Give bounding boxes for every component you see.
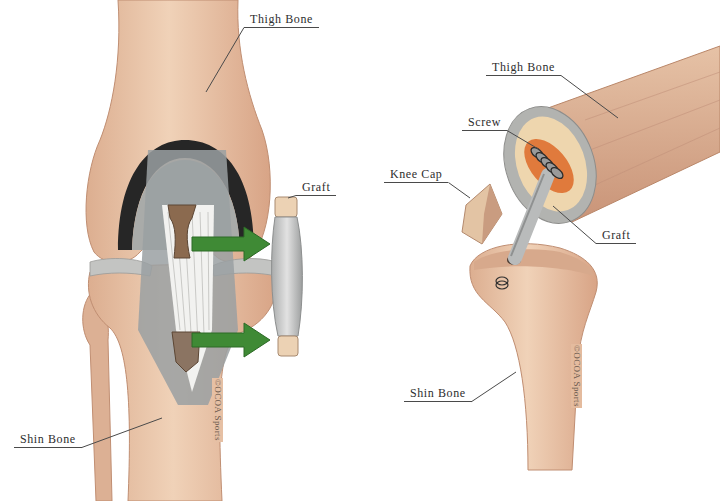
part-label: Shin Bone bbox=[14, 432, 82, 448]
part-label: Screw bbox=[462, 115, 507, 131]
leader-line bbox=[472, 372, 516, 402]
side-knee bbox=[462, 46, 720, 470]
thigh-bone bbox=[86, 0, 270, 263]
tendon-sheath bbox=[138, 150, 238, 405]
side-shin-bone bbox=[470, 244, 597, 470]
bone-core bbox=[502, 106, 599, 221]
graft-body bbox=[272, 217, 303, 336]
graft-plug bbox=[278, 336, 298, 356]
side-graft bbox=[515, 175, 548, 258]
green-arrow bbox=[192, 323, 270, 357]
femur-screw bbox=[529, 145, 565, 180]
shaft-streaks bbox=[585, 72, 720, 185]
leader-line bbox=[82, 418, 162, 448]
patellar-tendon bbox=[162, 205, 214, 392]
knee-cap-face bbox=[482, 184, 502, 244]
side-graft-shade bbox=[511, 174, 544, 256]
green-arrow bbox=[192, 227, 270, 261]
part-label: Thigh Bone bbox=[244, 12, 319, 28]
leader-line bbox=[553, 206, 596, 244]
knee-cap bbox=[462, 184, 502, 244]
part-label: Thigh Bone bbox=[486, 60, 561, 76]
part-label: Graft bbox=[296, 180, 336, 196]
part-label: Shin Bone bbox=[404, 386, 472, 402]
leader-line bbox=[561, 76, 618, 119]
tibia-screw bbox=[496, 277, 508, 289]
part-label: Graft bbox=[596, 228, 636, 244]
watermark: ©OCOA Sports bbox=[212, 378, 223, 442]
leader-line bbox=[448, 183, 470, 199]
watermark: ©OCOA Sports bbox=[571, 344, 582, 408]
tendon-fibres bbox=[168, 212, 209, 350]
leader-line bbox=[507, 131, 540, 151]
leader-line bbox=[288, 196, 296, 199]
part-label: Knee Cap bbox=[384, 167, 448, 183]
leader-line bbox=[206, 28, 244, 93]
tibial-plateau bbox=[474, 249, 594, 276]
front-knee bbox=[83, 0, 303, 501]
graft-plug bbox=[275, 197, 297, 217]
